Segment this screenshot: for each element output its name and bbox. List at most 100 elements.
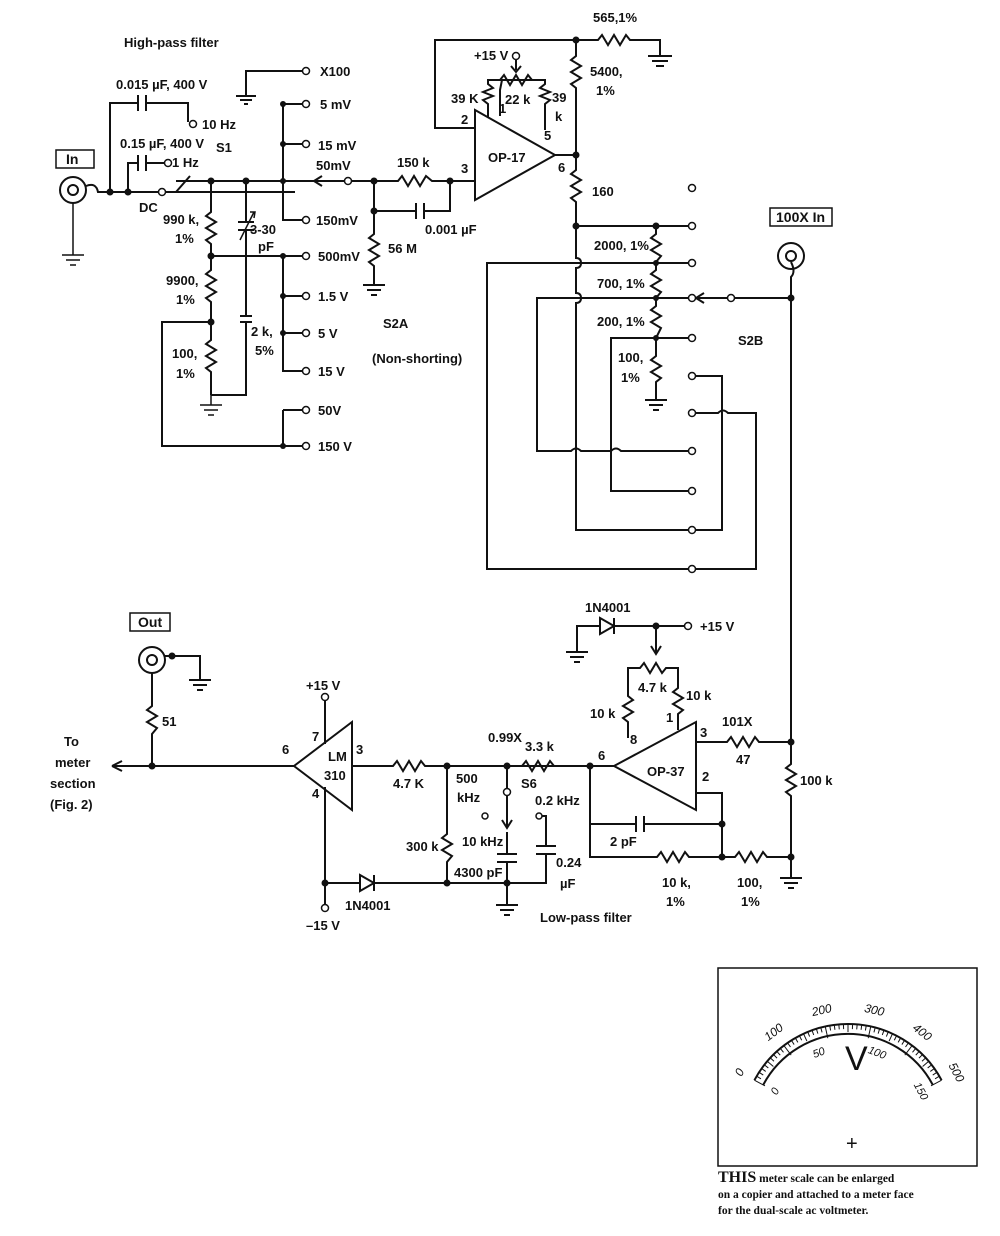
s2b-wiper — [695, 292, 727, 304]
cap-2pf-label: 2 pF — [610, 834, 637, 849]
meter-tick — [867, 1026, 872, 1039]
diode-upper-label: 1N4001 — [585, 600, 631, 615]
cap-024uf-unit: µF — [560, 876, 575, 891]
meter-tick — [803, 1033, 808, 1042]
range-150v: 150 V — [318, 439, 352, 454]
meter-tick — [927, 1064, 932, 1069]
meter-tick — [764, 1064, 769, 1069]
caption-line2: on a copier and attached to a meter face — [718, 1189, 914, 1201]
input-jack — [59, 176, 87, 204]
s2b-label: S2B — [738, 333, 763, 348]
caption-lead: THIS — [718, 1169, 757, 1186]
input-jack-center — [67, 184, 79, 196]
r39-label: 39 — [552, 90, 566, 105]
meter-tick — [783, 1045, 792, 1056]
r39-k-label: k — [555, 109, 563, 124]
diode-1n4001-upper — [566, 616, 684, 663]
caption-line3: for the dual-scale ac voltmeter. — [718, 1205, 869, 1217]
cap-024uf-label: 0.24 — [556, 855, 582, 870]
meter-tick — [787, 1042, 791, 1048]
s2a-label: S2A — [383, 316, 409, 331]
r160-label: 160 — [592, 184, 614, 199]
op37-pin2: 2 — [702, 769, 709, 784]
switch-s1-label: S1 — [216, 140, 232, 155]
r300k-label: 300 k — [406, 839, 439, 854]
input-ground-icon — [62, 203, 84, 266]
meter-tick — [922, 1060, 930, 1067]
switch-s6-label: S6 — [521, 776, 537, 791]
range-50mv: 50mV — [316, 158, 351, 173]
s2b-route-a — [575, 226, 688, 531]
to-meter-2: meter — [55, 755, 90, 770]
r2k-pct: 5% — [255, 343, 274, 358]
switch-1hz-label: 1 Hz — [172, 155, 199, 170]
trim-cap-branch — [211, 256, 252, 396]
meter-tick — [888, 1033, 893, 1042]
meter-tick — [820, 1027, 823, 1033]
output-jack — [138, 646, 166, 674]
meter-tick — [815, 1028, 819, 1034]
r100-pct: 1% — [176, 366, 195, 381]
s2b-contacts — [687, 183, 736, 574]
gain-099x-label: 0.99X — [488, 730, 522, 745]
meter-tick — [934, 1075, 940, 1080]
in-label: In — [66, 151, 78, 167]
r56m-label: 56 M — [388, 241, 417, 256]
r5400-label: 5400, — [590, 64, 623, 79]
op37-pin6: 6 — [598, 748, 605, 763]
meter-caption: THIS meter scale can be enlarged on a co… — [718, 1170, 993, 1219]
r47-label: 47 — [736, 752, 750, 767]
meter-tick — [807, 1031, 811, 1037]
r10k-right-label: 10 k — [686, 688, 712, 703]
r300k-resistor — [440, 766, 454, 883]
meter-plus-label: + — [846, 1133, 858, 1155]
lm310-pin7: 7 — [312, 729, 319, 744]
op17-supply-terminal — [511, 51, 521, 61]
switch-dc-contact — [157, 187, 167, 197]
switch-10khz-label: 10 kHz — [462, 834, 504, 849]
range-15v: 1.5 V — [318, 289, 349, 304]
lm310-buffer — [292, 719, 353, 813]
meter-tick — [766, 1060, 774, 1067]
to-meter-1: To — [64, 734, 79, 749]
meter-tick — [824, 1026, 829, 1039]
r10k-fb-label: 10 k, — [662, 875, 691, 890]
x100-ground-icon — [236, 70, 302, 105]
r565-label: 565,1% — [593, 10, 638, 25]
meter-tick — [897, 1037, 902, 1043]
r22k-label: 22 k — [505, 92, 531, 107]
range-15v2: 15 V — [318, 364, 345, 379]
r100-fb-pct: 1% — [741, 894, 760, 909]
meter-tick — [932, 1071, 938, 1076]
s2b-route-e — [696, 375, 757, 570]
to-meter-4: (Fig. 2) — [50, 797, 93, 812]
cap-0001uf-label: 0.001 µF — [425, 222, 477, 237]
s2b-route-b — [486, 262, 688, 570]
switch-s6-arm — [501, 766, 513, 830]
input-wire — [85, 183, 207, 193]
meter-tick — [881, 1030, 885, 1036]
r200-label: 200, 1% — [597, 314, 645, 329]
meter-tick — [912, 1048, 917, 1053]
lm310-pos-label: +15 V — [306, 678, 341, 693]
r33k-resistor — [521, 759, 555, 773]
r100-label: 100, — [172, 346, 197, 361]
cap-0001uf — [374, 181, 451, 219]
r150k-label: 150 k — [397, 155, 430, 170]
r101x-label: 101X — [722, 714, 753, 729]
meter-tick — [798, 1035, 803, 1041]
switch-02khz-label: 0.2 kHz — [535, 793, 580, 808]
meter-tick — [791, 1040, 795, 1045]
meter-tick — [860, 1024, 863, 1030]
op17-pin2: 2 — [461, 112, 468, 127]
lm310-neg-label: –15 V — [306, 918, 340, 933]
r39k-label: 39 K — [451, 91, 479, 106]
meter-tick — [921, 1057, 927, 1062]
r100-fb-label: 100, — [737, 875, 762, 890]
r22k-pot — [499, 73, 533, 87]
op17-label: OP-17 — [488, 150, 526, 165]
r5400-pct: 1% — [596, 83, 615, 98]
range-500mv: 500mV — [318, 249, 360, 264]
r150k-resistor — [352, 174, 475, 188]
meter-tick — [893, 1035, 898, 1041]
